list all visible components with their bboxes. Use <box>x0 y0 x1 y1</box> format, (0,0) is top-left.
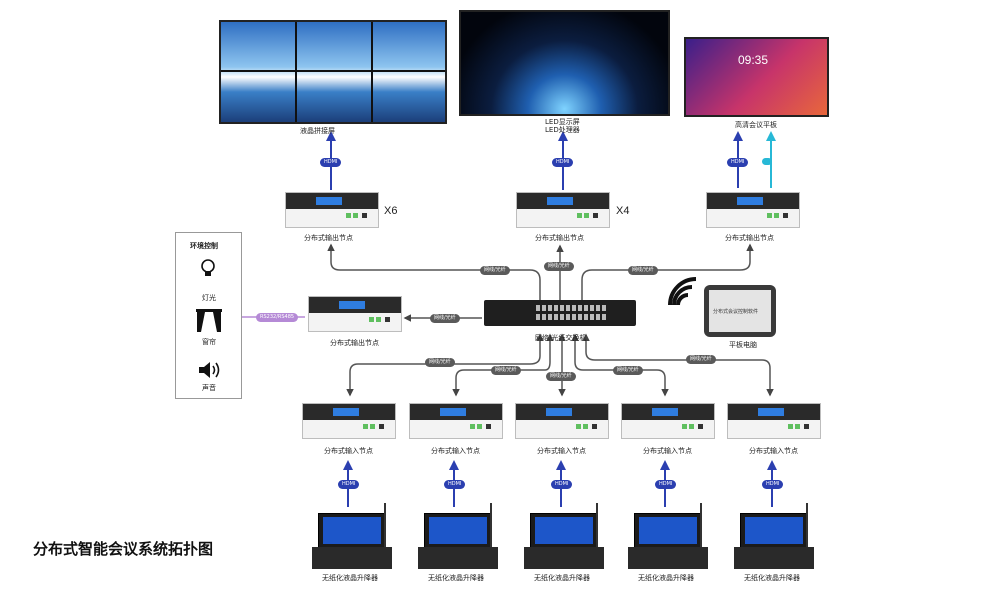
output-node-wall-label: 分布式输出节点 <box>304 234 353 242</box>
output-node-left <box>308 296 402 332</box>
tablet-label: 平板电脑 <box>729 341 757 349</box>
net-tag-led: 网线/光纤 <box>544 262 574 271</box>
input-node-2-label: 分布式输入节点 <box>431 447 480 455</box>
net-tag-in-5: 网线/光纤 <box>686 355 716 364</box>
switch-label: 网络/光纤交换机 <box>535 334 587 342</box>
net-line-wall <box>327 243 541 300</box>
output-node-left-label: 分布式输出节点 <box>330 339 379 347</box>
conference-panel-display: 09:35 <box>684 37 829 117</box>
diagram-title: 分布式智能会议系统拓扑图 <box>33 541 214 558</box>
conference-panel-label: 高清会议平板 <box>735 121 777 129</box>
output-node-led-label: 分布式输出节点 <box>535 234 584 242</box>
led-display <box>459 10 670 116</box>
led-label-2: LED处理器 <box>545 126 580 134</box>
network-switch <box>484 300 636 326</box>
light-bulb-icon <box>200 259 216 277</box>
lift-label-3: 无纸化液晶升降器 <box>534 574 590 582</box>
input-node-5-label: 分布式输入节点 <box>749 447 798 455</box>
lift-label-4: 无纸化液晶升降器 <box>638 574 694 582</box>
lift-unit-5 <box>734 503 814 569</box>
lift-unit-4 <box>628 503 708 569</box>
net-line-in-5 <box>582 333 774 397</box>
net-tag-in-1: 网线/光纤 <box>425 358 455 367</box>
net-line-in-2 <box>452 333 554 397</box>
lift-label-5: 无纸化液晶升降器 <box>744 574 800 582</box>
lift-label-1: 无纸化液晶升降器 <box>322 574 378 582</box>
hdmi-tag-in-1: HDMI <box>338 480 360 489</box>
usb-tag-panel <box>762 158 772 165</box>
output-node-panel <box>706 192 800 228</box>
output-node-wall <box>285 192 379 228</box>
input-node-1 <box>302 403 396 439</box>
net-line-in-4 <box>571 333 669 397</box>
tablet-screen-text: 分布式会议控制软件 <box>713 309 759 315</box>
hdmi-tag-in-4: HDMI <box>655 480 677 489</box>
wifi-icon <box>668 277 697 306</box>
lift-unit-2 <box>418 503 498 569</box>
input-node-1-label: 分布式输入节点 <box>324 447 373 455</box>
net-tag-panel: 网线/光纤 <box>628 266 658 275</box>
input-node-5 <box>727 403 821 439</box>
speaker-icon <box>197 360 221 380</box>
environment-title: 环境控制 <box>190 242 218 250</box>
hdmi-tag-in-3: HDMI <box>551 480 573 489</box>
input-node-3 <box>515 403 609 439</box>
hdmi-tag-wall: HDMI <box>320 158 342 167</box>
environment-item-sound: 声音 <box>202 384 216 392</box>
environment-item-light: 灯光 <box>202 294 216 302</box>
lcd-wall-display <box>219 20 447 124</box>
hdmi-tag-in-2: HDMI <box>444 480 466 489</box>
hdmi-tag-panel: HDMI <box>727 158 749 167</box>
net-tag-in-4: 网线/光纤 <box>613 366 643 375</box>
input-node-3-label: 分布式输入节点 <box>537 447 586 455</box>
net-line-panel <box>581 243 754 300</box>
net-tag-wall: 网线/光纤 <box>480 266 510 275</box>
lift-label-2: 无纸化液晶升降器 <box>428 574 484 582</box>
led-label-1: LED显示屏 <box>545 118 580 126</box>
control-link-tag: RS232/RS485 <box>256 313 299 322</box>
panel-clock: 09:35 <box>738 53 769 67</box>
output-node-led <box>516 192 610 228</box>
lift-unit-3 <box>524 503 604 569</box>
environment-control-panel: 环境控制 灯光 窗帘 声音 <box>175 232 242 399</box>
multiplier-led: X4 <box>616 205 630 217</box>
multiplier-wall: X6 <box>384 205 398 217</box>
environment-item-curtain: 窗帘 <box>202 338 216 346</box>
tablet-device: 分布式会议控制软件 <box>704 285 776 337</box>
input-node-4-label: 分布式输入节点 <box>643 447 692 455</box>
net-tag-in-3: 网线/光纤 <box>546 372 576 381</box>
lcd-wall-label: 液晶拼接屏 <box>300 127 335 135</box>
curtain-icon <box>196 309 222 333</box>
input-node-4 <box>621 403 715 439</box>
net-tag-in-2: 网线/光纤 <box>491 366 521 375</box>
hdmi-tag-led: HDMI <box>552 158 574 167</box>
output-node-panel-label: 分布式输出节点 <box>725 234 774 242</box>
hdmi-tag-in-5: HDMI <box>762 480 784 489</box>
input-node-2 <box>409 403 503 439</box>
net-tag-left: 网线/光纤 <box>430 314 460 323</box>
lift-unit-1 <box>312 503 392 569</box>
